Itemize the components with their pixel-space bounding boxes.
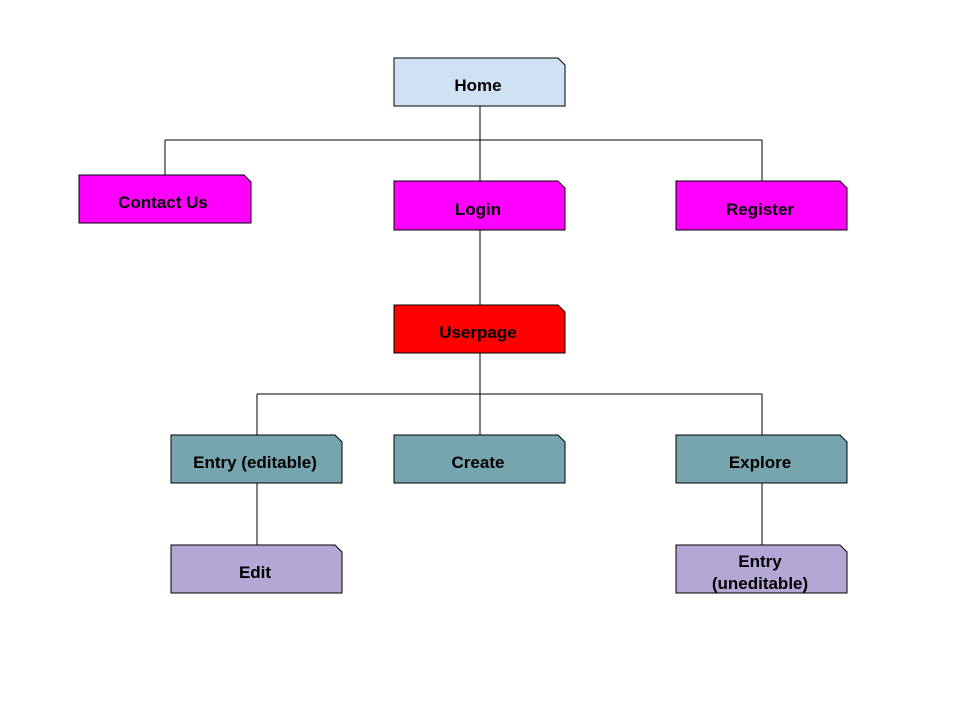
connectors: [164, 106, 763, 545]
node-entry-editable-box: [170, 434, 343, 484]
node-userpage: Userpage: [393, 304, 566, 354]
node-explore-box: [675, 434, 848, 484]
node-login-box: [393, 180, 566, 231]
node-login-label: Login: [455, 200, 501, 219]
node-edit: Edit: [170, 544, 343, 594]
node-register: Register: [675, 180, 848, 231]
node-entry-uneditable-label-line2: (uneditable): [712, 574, 808, 593]
node-create-label: Create: [452, 453, 505, 472]
node-home-label: Home: [454, 76, 501, 95]
node-edit-box: [170, 544, 343, 594]
node-explore: Explore: [675, 434, 848, 484]
node-register-box: [675, 180, 848, 231]
node-edit-label: Edit: [239, 563, 271, 582]
node-create-box: [393, 434, 566, 484]
node-home: Home: [393, 57, 566, 107]
node-home-box: [393, 57, 566, 107]
node-entry-editable: Entry (editable): [170, 434, 343, 484]
node-entry-uneditable-label-line1: Entry: [738, 552, 782, 571]
node-entry-editable-label: Entry (editable): [193, 453, 317, 472]
node-register-label: Register: [726, 200, 794, 219]
node-explore-label: Explore: [729, 453, 791, 472]
node-contact-us-box: [78, 174, 252, 224]
node-userpage-box: [393, 304, 566, 354]
node-entry-uneditable-box: [675, 544, 848, 594]
node-login: Login: [393, 180, 566, 231]
node-create: Create: [393, 434, 566, 484]
node-userpage-label: Userpage: [439, 323, 516, 342]
node-contact-us: Contact Us: [78, 174, 252, 224]
node-entry-uneditable: Entry (uneditable): [675, 544, 848, 594]
node-contact-us-label: Contact Us: [118, 193, 208, 212]
